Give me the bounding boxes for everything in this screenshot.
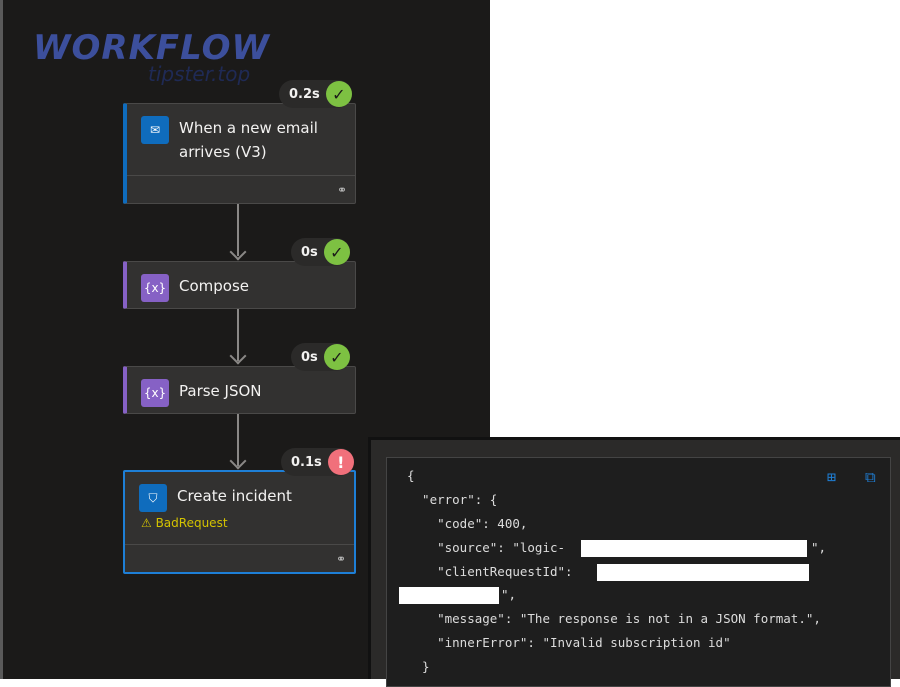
error-icon: ! bbox=[327, 449, 354, 475]
step-card-parse-json[interactable]: {x} Parse JSON bbox=[123, 366, 356, 414]
variable-icon: {x} bbox=[141, 274, 169, 302]
designer-canvas: WORKFLOW tipster.top ✉ When a new email a… bbox=[0, 0, 490, 679]
step-card-email-trigger[interactable]: ✉ When a new email arrives (V3) ⚭ bbox=[123, 103, 356, 204]
check-icon: ✓ bbox=[325, 81, 352, 107]
outlook-icon: ✉ bbox=[141, 116, 169, 144]
code-line: "innerError": "Invalid subscription id" bbox=[407, 635, 731, 650]
link-icon[interactable]: ⚭ bbox=[336, 183, 347, 197]
code-line: "code": 400, bbox=[407, 516, 528, 531]
step-title: When a new email arrives (V3) bbox=[179, 119, 318, 161]
link-icon[interactable]: ⚭ bbox=[335, 552, 346, 566]
redacted-block bbox=[399, 587, 499, 604]
sentinel-shield-icon: ⛉ bbox=[139, 484, 167, 512]
code-line: "error": { bbox=[407, 492, 498, 507]
output-panel: ⊞ ⧉ { "error": { "code": 400, "source": … bbox=[368, 437, 900, 687]
format-icon[interactable]: ⊞ bbox=[827, 468, 837, 486]
code-line: ", bbox=[811, 540, 827, 555]
redacted-block bbox=[581, 540, 807, 557]
duration: 0.1s bbox=[291, 454, 322, 470]
copy-icon[interactable]: ⧉ bbox=[865, 468, 876, 486]
check-icon: ✓ bbox=[323, 239, 350, 265]
json-output[interactable]: ⊞ ⧉ { "error": { "code": 400, "source": … bbox=[386, 457, 891, 687]
code-line: "clientRequestId": bbox=[407, 564, 581, 579]
error-message: ⚠ BadRequest bbox=[125, 512, 354, 530]
warning-icon: ⚠ bbox=[141, 516, 156, 530]
variable-icon: {x} bbox=[141, 379, 169, 407]
code-line: ", bbox=[501, 587, 517, 602]
step-status-badge: 0s ✓ bbox=[291, 238, 350, 266]
check-icon: ✓ bbox=[323, 344, 350, 370]
step-title: Parse JSON bbox=[179, 382, 262, 400]
step-title: Create incident bbox=[177, 487, 292, 505]
code-line: "message": "The response is not in a JSO… bbox=[407, 611, 821, 626]
step-card-compose[interactable]: {x} Compose bbox=[123, 261, 356, 309]
watermark-logo: WORKFLOW bbox=[33, 28, 271, 68]
step-status-badge: 0.2s ✓ bbox=[279, 80, 352, 108]
step-card-create-incident[interactable]: ⛉ Create incident ⚠ BadRequest ⚭ bbox=[123, 470, 356, 574]
step-status-badge: 0s ✓ bbox=[291, 343, 350, 371]
code-line: } bbox=[407, 659, 430, 674]
code-line: { bbox=[407, 468, 415, 483]
step-title: Compose bbox=[179, 277, 250, 295]
watermark-subtitle: tipster.top bbox=[148, 62, 251, 86]
code-line: "source": "logic- bbox=[407, 540, 566, 555]
redacted-block bbox=[597, 564, 809, 581]
duration: 0.2s bbox=[289, 86, 320, 102]
duration: 0s bbox=[301, 244, 318, 260]
step-status-badge: 0.1s! bbox=[281, 448, 354, 476]
duration: 0s bbox=[301, 349, 318, 365]
error-text: BadRequest bbox=[155, 516, 228, 530]
